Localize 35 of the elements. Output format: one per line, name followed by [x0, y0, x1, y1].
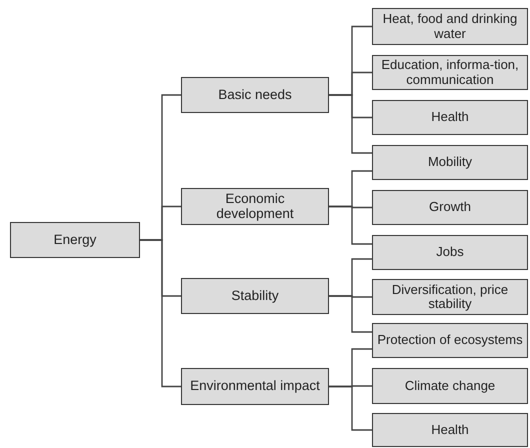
category-box [10, 222, 140, 258]
box-label: Climate change [404, 378, 496, 394]
box-label: Growth [429, 200, 471, 215]
box-label: Health [431, 422, 469, 438]
category-box [372, 55, 528, 90]
category-box [372, 8, 528, 45]
category-box [372, 368, 528, 404]
category-box [372, 413, 528, 447]
category-box [372, 279, 528, 315]
connector-line [329, 206, 372, 245]
category-box [181, 368, 329, 405]
category-box [372, 323, 528, 358]
box-label: Diversification, price stability [390, 282, 510, 312]
category-box [181, 278, 329, 314]
connector-line [329, 295, 372, 333]
box-label: Environmental impact [190, 379, 320, 394]
category-box [372, 235, 528, 270]
box-label: Health [431, 110, 469, 125]
category-box [372, 145, 528, 180]
box-label: Education, informa-tion, communication [380, 58, 520, 87]
connector-line [140, 239, 181, 388]
box-label: Heat, food and drinking water [382, 12, 518, 41]
box-label: Mobility [428, 155, 472, 170]
category-box [372, 190, 528, 225]
box-label: Economic development [215, 192, 295, 222]
box-label: Jobs [436, 245, 464, 260]
category-box [372, 100, 528, 135]
box-label: Stability [231, 288, 279, 304]
connector-line [329, 386, 372, 431]
box-label: Protection of ecosystems [377, 333, 523, 348]
box-label: Basic needs [218, 88, 292, 102]
box-label: Energy [54, 232, 96, 248]
category-box [181, 188, 329, 225]
category-box [181, 77, 329, 113]
connector-line [329, 94, 372, 154]
